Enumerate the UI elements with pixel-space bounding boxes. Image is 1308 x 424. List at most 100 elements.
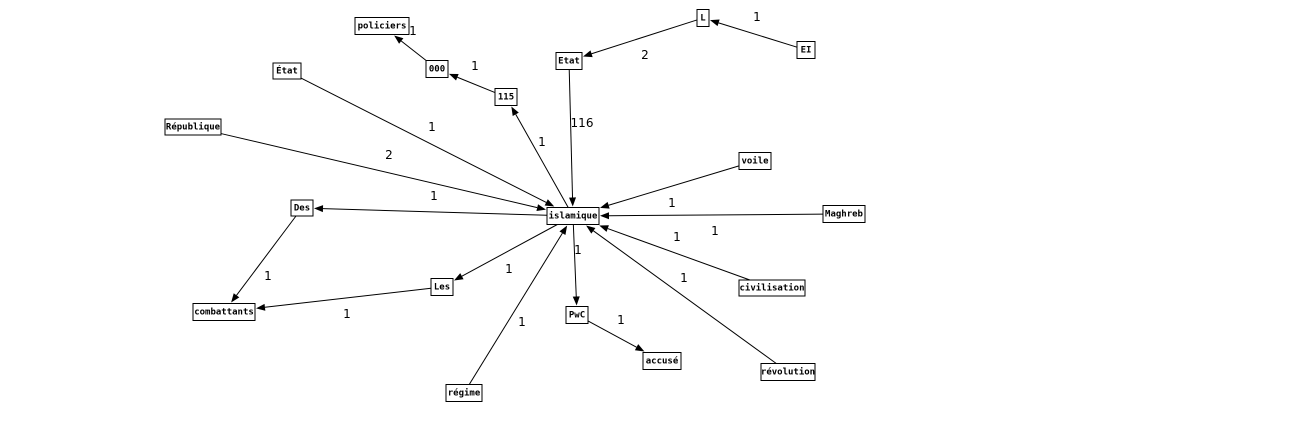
node-box — [164, 118, 222, 136]
arrowhead-icon — [586, 225, 596, 234]
node-Republique[interactable]: République — [164, 118, 222, 136]
arrowhead-icon — [600, 212, 610, 220]
edge-Maghreb-to-islamique: 1 — [600, 212, 824, 238]
arrowhead-icon — [314, 205, 324, 213]
node-combattants[interactable]: combattants — [192, 303, 256, 321]
arrowhead-icon — [511, 106, 519, 117]
edge-weight-label: 1 — [574, 243, 582, 257]
edge-line — [608, 165, 740, 206]
edge-weight-label: 1 — [471, 59, 479, 73]
node-label: Maghreb — [825, 210, 864, 220]
node-regime[interactable]: régime — [445, 384, 483, 402]
edge-Etat-to-islamique: 116 — [568, 69, 594, 207]
arrowhead-icon — [599, 225, 609, 232]
node-box — [425, 60, 449, 78]
node-L[interactable]: L — [696, 9, 710, 27]
edge-weight-label: 1 — [518, 315, 526, 329]
edge-islamique-to-115: 1 — [511, 106, 569, 208]
edge-weight-label: 1 — [538, 135, 546, 149]
edge-000-to-policiers: 1 — [394, 24, 427, 61]
edge-etat_top-to-islamique: 1 — [300, 77, 555, 207]
node-label: voile — [741, 156, 769, 167]
edge-line — [468, 232, 563, 385]
edge-weight-label: 1 — [668, 196, 676, 210]
edge-line — [322, 208, 548, 216]
edge-L-to-Etat: 2 — [583, 19, 698, 62]
node-box — [546, 207, 600, 225]
edge-islamique-to-Les: 1 — [454, 224, 558, 281]
arrowhead-icon — [231, 293, 240, 303]
node-policiers[interactable]: policiers — [354, 17, 410, 35]
node-islamique[interactable]: islamique — [546, 207, 600, 225]
edge-line — [718, 22, 798, 48]
node-Maghreb[interactable]: Maghreb — [822, 205, 866, 223]
node-Etat[interactable]: Etat — [555, 52, 583, 70]
edge-weight-label: 2 — [641, 48, 649, 62]
edge-Des-to-combattants: 1 — [231, 215, 297, 303]
edge-weight-label: 116 — [571, 116, 594, 130]
node-label: révolution — [761, 367, 815, 378]
node-box — [696, 9, 710, 27]
node-Les[interactable]: Les — [430, 278, 454, 296]
edge-line — [400, 40, 427, 61]
node-civilisation[interactable]: civilisation — [738, 279, 806, 297]
edge-weight-label: 1 — [430, 189, 438, 203]
node-etat_top[interactable]: État — [272, 62, 302, 80]
node-box — [354, 17, 410, 35]
node-label: PwC — [569, 311, 585, 321]
node-label: islamique — [549, 211, 598, 222]
arrowhead-icon — [569, 197, 577, 207]
arrowhead-icon — [544, 199, 555, 207]
node-label: Les — [434, 283, 450, 293]
node-box — [494, 88, 518, 106]
node-voile[interactable]: voile — [738, 152, 772, 170]
edge-voile-to-islamique: 1 — [600, 165, 740, 210]
edge-weight-label: 1 — [428, 120, 436, 134]
edge-line — [220, 133, 538, 209]
node-box — [430, 278, 454, 296]
edge-line — [572, 224, 577, 297]
edge-Les-to-combattants: 1 — [256, 287, 432, 321]
edge-line — [264, 287, 432, 308]
arrowhead-icon — [572, 296, 580, 306]
edge-weight-label: 1 — [673, 230, 681, 244]
node-PwC[interactable]: PwC — [565, 306, 589, 324]
edge-line — [300, 77, 547, 203]
node-label: République — [166, 122, 221, 133]
node-EI[interactable]: EI — [796, 41, 816, 59]
node-box — [192, 303, 256, 321]
arrowhead-icon — [536, 204, 546, 212]
edge-weight-label: 1 — [680, 271, 688, 285]
node-accuse[interactable]: accusé — [642, 352, 682, 370]
node-box — [642, 352, 682, 370]
edge-islamique-to-Des: 1 — [314, 189, 548, 216]
node-box — [738, 279, 806, 297]
arrowhead-icon — [634, 344, 645, 352]
edge-PwC-to-accuse: 1 — [587, 313, 645, 352]
arrowhead-icon — [559, 225, 568, 235]
node-label: Des — [294, 204, 310, 214]
node-label: policiers — [358, 21, 407, 32]
edge-weight-label: 1 — [711, 224, 719, 238]
edge-line — [608, 213, 824, 217]
edge-regime-to-islamique: 1 — [468, 225, 568, 385]
node-000[interactable]: 000 — [425, 60, 449, 78]
node-label: combattants — [194, 308, 254, 318]
arrowhead-icon — [710, 19, 720, 27]
node-box — [555, 52, 583, 70]
node-Des[interactable]: Des — [290, 199, 314, 217]
edge-line — [515, 114, 569, 208]
node-box — [822, 205, 866, 223]
edge-weight-label: 2 — [385, 148, 393, 162]
node-label: civilisation — [739, 283, 804, 294]
edge-civilisation-to-islamique: 1 — [599, 225, 751, 281]
node-115[interactable]: 115 — [494, 88, 518, 106]
edge-line — [593, 230, 777, 364]
node-label: accusé — [646, 356, 679, 367]
node-label: Etat — [558, 57, 580, 67]
edge-line — [236, 215, 297, 296]
edge-line — [587, 320, 637, 348]
node-revolution[interactable]: révolution — [760, 363, 816, 381]
